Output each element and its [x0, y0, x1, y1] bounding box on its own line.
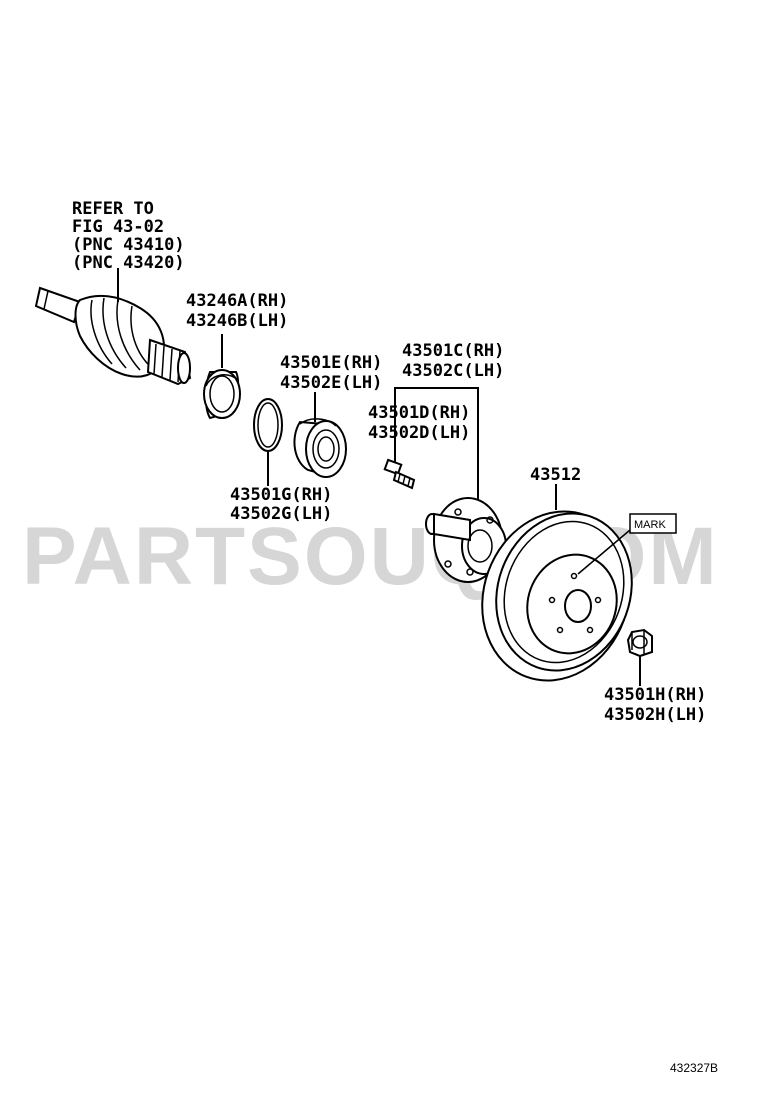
drive-shaft-assembly	[34, 286, 192, 386]
brake-disc-43512	[481, 510, 633, 682]
ring-43246	[203, 369, 241, 420]
refer-line-3: (PNC 43410)	[72, 235, 185, 255]
snap-ring-43501g	[253, 398, 283, 452]
refer-line-4: (PNC 43420)	[72, 253, 185, 273]
label-43501c-rh: 43501C(RH)	[402, 341, 504, 361]
label-43501d-rh: 43501D(RH)	[368, 403, 470, 423]
label-43502h-lh: 43502H(LH)	[604, 705, 706, 725]
label-43502g-lh: 43502G(LH)	[230, 504, 332, 524]
bearing-43501e	[293, 418, 347, 478]
refer-line-1: REFER TO	[72, 199, 154, 219]
leader-mark	[577, 529, 631, 575]
hub-nut-43501h	[626, 628, 653, 658]
label-43512: 43512	[530, 465, 581, 485]
label-43246a-rh: 43246A(RH)	[186, 291, 288, 311]
label-43501h-rh: 43501H(RH)	[604, 685, 706, 705]
label-mark: MARK	[634, 519, 666, 531]
label-43502d-lh: 43502D(LH)	[368, 423, 470, 443]
refer-line-2: FIG 43-02	[72, 217, 164, 237]
leader-43501c	[394, 387, 479, 510]
label-43502c-lh: 43502C(LH)	[402, 361, 504, 381]
refer-note: REFER TO FIG 43-02 (PNC 43410) (PNC 4342…	[72, 199, 185, 273]
label-43246b-lh: 43246B(LH)	[186, 311, 288, 331]
label-43501e-rh: 43501E(RH)	[280, 353, 382, 373]
figure-code: 432327B	[670, 1061, 718, 1075]
label-43502e-lh: 43502E(LH)	[280, 373, 382, 393]
hub-bolt-43501d	[383, 458, 416, 490]
mark-callout: MARK	[577, 513, 677, 575]
label-43501g-rh: 43501G(RH)	[230, 485, 332, 505]
axle-hub-43501c	[425, 497, 507, 583]
